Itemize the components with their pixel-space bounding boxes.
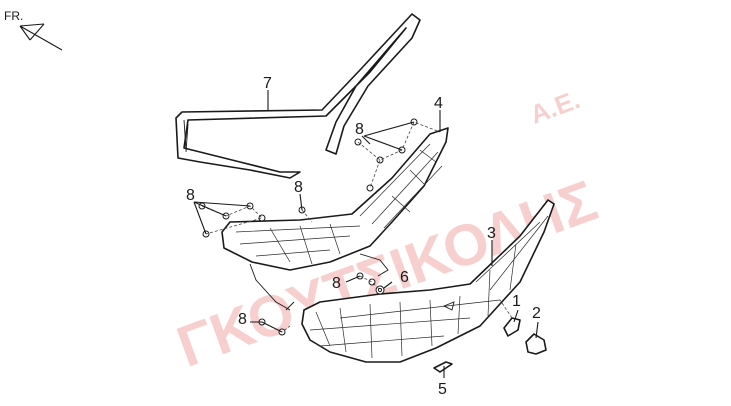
watermark-suffix: Α.Ε. [526,84,584,129]
callout-8-upper: 8 [355,121,364,138]
part-7-trim-strip [175,13,421,179]
part-5-fastener [433,361,453,373]
callout-7: 7 [263,75,272,92]
callout-2: 2 [532,305,541,322]
front-label: FR. [4,9,23,23]
front-arrow-icon [19,23,63,51]
callout-8-lower: 8 [332,275,341,292]
part-1-clip [503,317,521,337]
callout-8-middle: 8 [294,179,303,196]
part-4-inner-frame [221,127,449,311]
callout-6: 6 [400,269,409,286]
callouts: 7 4 8 8 8 3 8 6 1 2 8 5 [186,75,541,398]
callout-1: 1 [512,293,521,310]
leader-lines [193,90,539,378]
callout-5: 5 [438,381,447,398]
part-3-side-cover [301,199,555,363]
part-2-bracket [525,333,547,355]
callout-8-left: 8 [186,187,195,204]
callout-3: 3 [487,225,496,242]
front-direction-indicator: FR. [4,9,63,51]
callout-4: 4 [434,95,443,112]
callout-8-bottom: 8 [238,311,247,328]
